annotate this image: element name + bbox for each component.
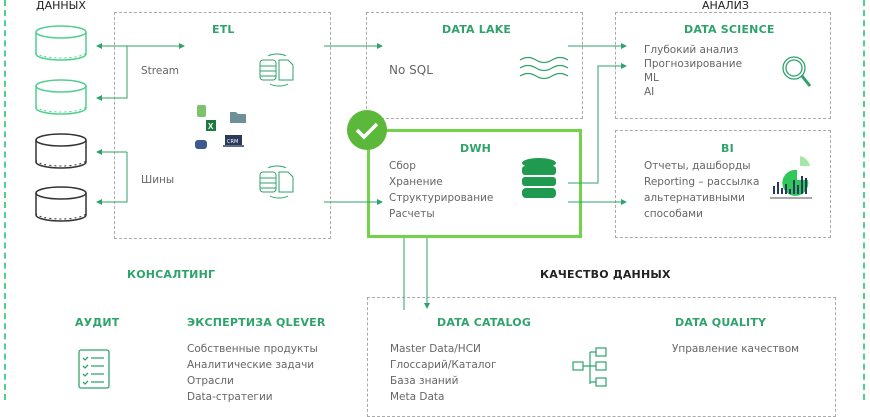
folder-icon [230,112,246,123]
magnifier-icon [782,56,812,87]
etl-sync-icon-2 [259,165,294,199]
checklist-icon [78,349,110,389]
data-catalog-title: DATA CATALOG [437,316,532,329]
outer-border-left [4,0,6,400]
folder-tree-icon [572,347,607,387]
svg-text:X: X [208,122,214,131]
stream-arrow-2 [96,46,128,101]
list-item: Глубокий анализ [644,44,739,56]
list-item: ML [644,72,659,84]
etl-title: ETL [212,23,235,36]
dwh-list: Сбор Хранение Структурирование Расчеты [389,158,493,222]
list-item: Master Data/НСИ [390,343,481,355]
bus-arrow-2 [96,152,128,205]
sources-label: ДАННЫХ [36,0,86,12]
data-catalog-list: Master Data/НСИ Глоссарий/Каталог База з… [390,341,496,405]
data-science-title: DATA SCIENCE [684,23,775,36]
bi-chart-icon [770,156,812,199]
list-item: Reporting – рассылка [644,176,760,188]
list-item: Отчеты, дашборды [644,160,751,172]
list-item: Глоссарий/Каталог [390,359,497,371]
list-item: Структурирование [389,192,494,204]
check-badge-icon [347,110,387,150]
data-lake-box [366,12,583,119]
etl-sync-icon-1 [259,53,294,87]
device-icon [197,105,206,117]
list-item: Отрасли [187,375,234,387]
list-item: Data-стратегии [187,391,273,403]
data-quality-section-title: КАЧЕСТВО ДАННЫХ [540,268,671,281]
list-item: Сбор [389,160,416,172]
list-item: Управление качеством [672,343,800,355]
bi-title: BI [721,142,734,155]
diagram-graphics: X CRM [35,25,812,389]
database-icon [522,158,556,198]
expertise-list: Собственные продукты Аналитические задач… [187,341,318,405]
outer-border-right [863,0,865,400]
data-quality-title: DATA QUALITY [675,316,767,329]
crm-label: CRM [227,139,238,145]
stream-label: Stream [141,65,179,77]
list-item: Аналитические задачи [187,359,315,371]
waves-icon [519,56,569,80]
list-item: Хранение [389,176,443,188]
list-item: Meta Data [390,391,445,403]
list-item: AI [644,86,655,98]
analysis-label: АНАЛИЗ [702,0,749,12]
dwh-title: DWH [460,142,492,155]
crm-icon [225,135,242,145]
audit-title: АУДИТ [75,316,120,329]
list-item: База знаний [390,375,459,387]
expertise-title: ЭКСПЕРТИЗА QLEVER [187,316,326,329]
bi-box [615,130,831,238]
excel-icon [206,120,216,131]
data-science-list: Глубокий анализ Прогнозирование ML AI [644,43,742,99]
consulting-title: КОНСАЛТИНГ [127,268,216,281]
source-db-2-icon [35,79,87,115]
list-item: альтернативными [644,192,745,204]
data-lake-title: DATA LAKE [442,23,512,36]
list-item: способами [644,208,703,220]
database-small-icon [195,140,207,149]
nosql-label: No SQL [389,63,433,77]
source-db-3-icon [35,133,87,169]
dwh-to-ds-arrow [568,63,627,184]
etl-box [114,12,331,239]
list-item: Прогнозирование [644,58,743,70]
data-quality-list: Управление качеством [672,341,799,357]
list-item: Собственные продукты [187,343,318,355]
list-item: Расчеты [389,208,435,220]
source-db-4-icon [35,186,87,222]
source-db-1-icon [35,25,87,61]
bus-label: Шины [141,174,175,186]
bi-list: Отчеты, дашборды Reporting – рассылка ал… [644,158,759,222]
